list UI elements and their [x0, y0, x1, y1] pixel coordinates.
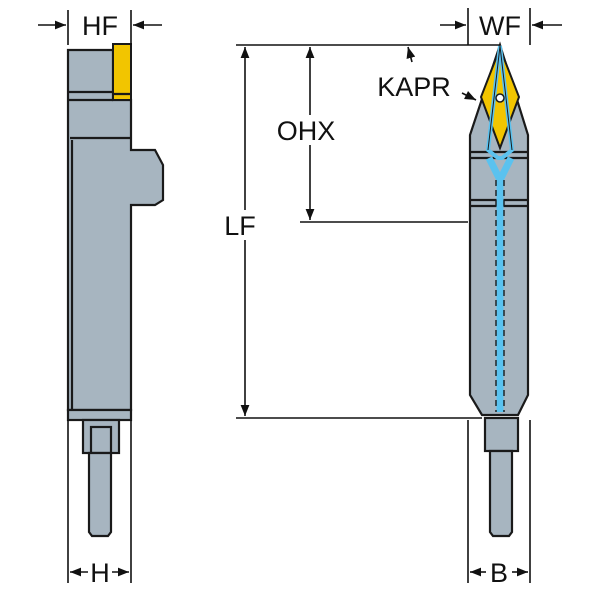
- label-kapr: KAPR: [377, 72, 451, 102]
- label-b: B: [490, 558, 508, 588]
- dimension-b: B: [467, 420, 531, 588]
- dimension-ohx: OHX: [277, 47, 468, 223]
- dimension-wf: WF: [440, 8, 562, 45]
- label-ohx: OHX: [277, 116, 336, 146]
- label-h: H: [90, 558, 110, 588]
- side-view-shaft: [87, 451, 113, 538]
- dimension-hf: HF: [38, 10, 162, 45]
- side-view-body: [66, 48, 165, 412]
- side-view-flange: [66, 408, 133, 422]
- front-view-shaft: [488, 449, 514, 538]
- dimension-h: H: [67, 420, 132, 588]
- side-view-insert: [112, 43, 132, 101]
- dimension-lf: LF: [224, 44, 500, 419]
- label-hf: HF: [82, 11, 118, 41]
- side-view-tool: [66, 43, 165, 538]
- label-wf: WF: [479, 11, 521, 41]
- front-view-neck: [483, 416, 520, 453]
- front-view-tool: [468, 41, 530, 538]
- dimension-kapr: KAPR: [377, 46, 477, 102]
- label-lf: LF: [224, 211, 256, 241]
- coolant-channel: [485, 156, 515, 412]
